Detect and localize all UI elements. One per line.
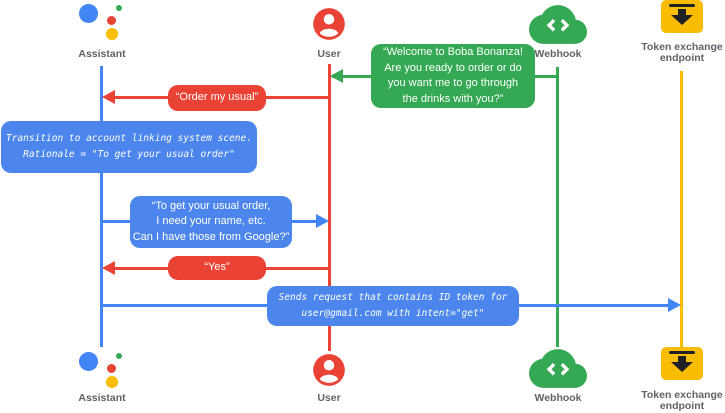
assistant-logo-yellow-dot [106,28,118,40]
order-usual-message-bubble: “Order my usual” [168,85,266,111]
welcome-message-bubble: “Welcome to Boba Bonanza! Are you ready … [371,44,535,108]
token-endpoint-icon-bottom [661,347,703,380]
token-endpoint-lifeline [680,71,683,347]
assistant-logo-red-dot [107,364,116,373]
welcome-arrowhead-icon [330,69,343,83]
token-endpoint-icon [661,0,703,33]
assistant-logo-green-dot [116,353,122,359]
assistant-label-bottom: Assistant [78,392,126,404]
sends-request-note-bubble: Sends request that contains ID token for… [267,286,519,326]
assistant-logo-blue-dot [79,352,98,371]
assistant-logo-yellow-dot [106,376,118,388]
need-info-message-bubble: “To get your usual order, I need your na… [130,196,292,248]
yes-arrowhead-icon [102,261,115,275]
webhook-icon-bottom [529,349,587,388]
order-usual-arrowhead-icon [102,90,115,104]
token-icon-arrow-down [671,15,693,25]
assistant-label-top: Assistant [78,48,126,60]
user-icon-bottom [313,354,345,386]
sends-request-arrowhead-icon [668,298,681,312]
webhook-lifeline [556,67,559,347]
token-icon-arrow-down [671,362,693,372]
webhook-icon [529,5,587,44]
token-icon-slot [669,351,695,354]
need-info-arrowhead-icon [316,214,329,228]
token-endpoint-label-bottom: Token exchange endpoint [641,389,723,412]
user-icon [313,8,345,40]
token-icon-slot [669,4,695,7]
user-label-bottom: User [317,392,341,404]
user-label-top: User [317,48,341,60]
token-endpoint-label-top: Token exchange endpoint [641,41,723,64]
assistant-logo-red-dot [107,16,116,25]
assistant-logo-blue-dot [79,4,98,23]
assistant-logo-green-dot [116,5,122,11]
transition-note-bubble: Transition to account linking system sce… [1,121,257,173]
user-lifeline [328,64,331,351]
token-icon-arrow-stem [678,356,686,363]
yes-message-bubble: “Yes” [168,256,266,280]
token-icon-arrow-stem [678,9,686,16]
assistant-lifeline [100,66,103,347]
webhook-label-top: Webhook [534,48,582,60]
webhook-label-bottom: Webhook [534,392,582,404]
